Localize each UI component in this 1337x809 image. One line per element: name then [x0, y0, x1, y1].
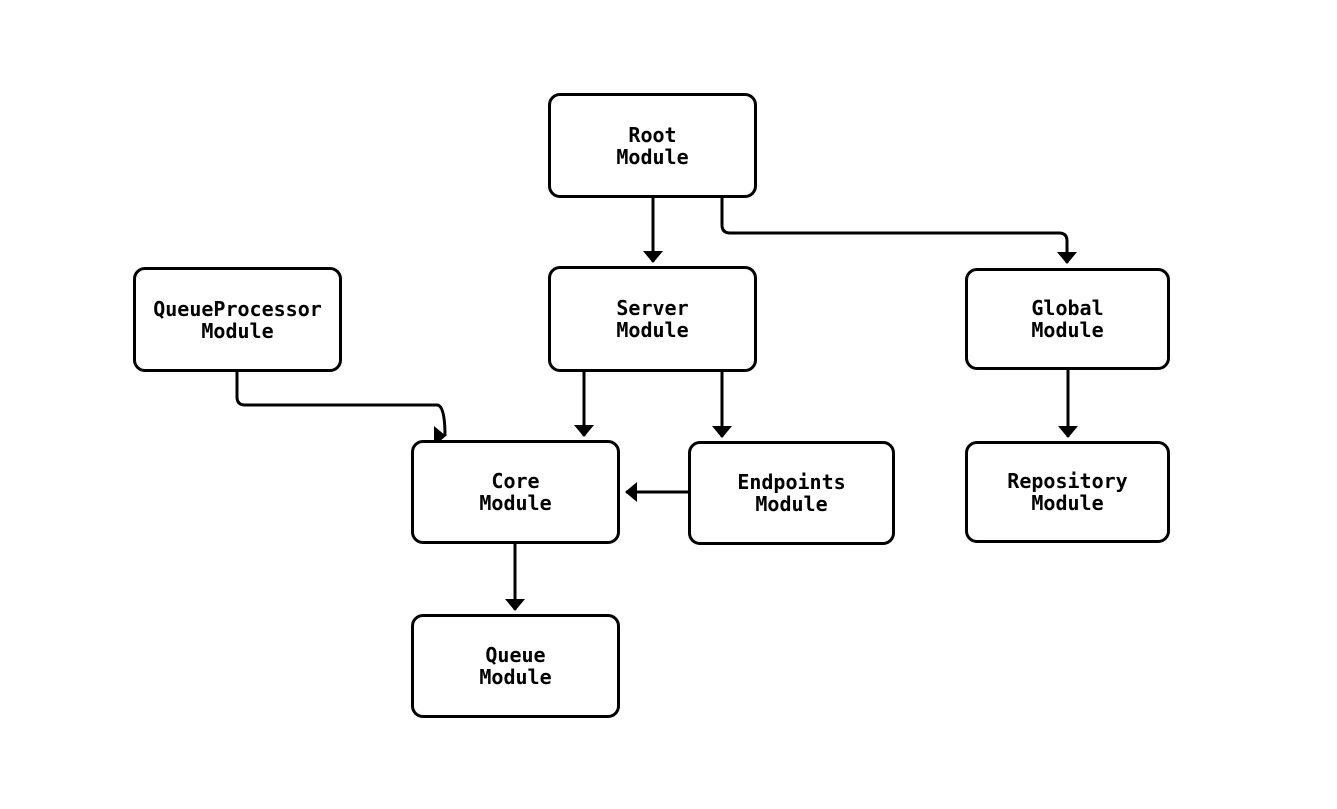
node-root-module: Root Module [548, 93, 757, 198]
node-server-module: Server Module [548, 266, 757, 372]
node-queue-module-label: Queue Module [479, 643, 552, 689]
node-global-module-label: Global Module [1031, 296, 1104, 342]
node-global-module: Global Module [965, 268, 1170, 370]
node-endpoints-module-label: Endpoints Module [737, 470, 846, 516]
node-server-module-label: Server Module [616, 296, 689, 342]
node-core-module: Core Module [411, 440, 620, 544]
node-root-module-label: Root Module [616, 122, 689, 169]
node-repository-module-label: Repository Module [1007, 469, 1128, 515]
node-queue-module: Queue Module [411, 614, 620, 718]
node-core-module-label: Core Module [479, 469, 552, 515]
edge-root-to-global [720, 198, 1077, 264]
node-queueprocessor-module-label: QueueProcessor Module [153, 296, 322, 343]
node-repository-module: Repository Module [965, 441, 1170, 543]
edge-queueprocessor-to-core [235, 372, 455, 437]
node-queueprocessor-module: QueueProcessor Module [133, 267, 342, 372]
node-endpoints-module: Endpoints Module [688, 441, 895, 545]
